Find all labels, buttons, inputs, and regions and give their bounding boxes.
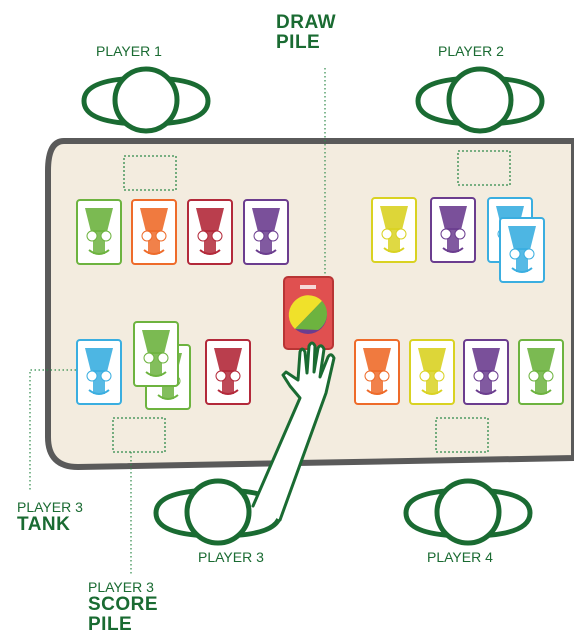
player4-card-3 xyxy=(464,340,508,404)
player2-card-4 xyxy=(500,218,544,282)
player1-card-4 xyxy=(244,200,288,264)
player3-tank-label: PLAYER 3 TANK xyxy=(17,500,83,535)
player4-card-2 xyxy=(410,340,454,404)
player3-card-4 xyxy=(206,340,250,404)
player2-card-1 xyxy=(372,198,416,262)
player4-card-4 xyxy=(519,340,563,404)
player3-label: PLAYER 3 xyxy=(198,550,264,565)
draw-pile-card-icon xyxy=(284,277,333,349)
draw-pile-label-line1: DRAW xyxy=(276,13,336,33)
score-label-line1: PLAYER 3 xyxy=(88,580,158,595)
player4-seat-icon xyxy=(406,481,530,543)
score-label-line3: PILE xyxy=(88,615,158,635)
player1-card-1 xyxy=(77,200,121,264)
player4-card-1 xyxy=(355,340,399,404)
player3-card-3 xyxy=(134,322,178,386)
player3-card-1 xyxy=(77,340,121,404)
player4-label: PLAYER 4 xyxy=(427,550,493,565)
player2-label: PLAYER 2 xyxy=(438,44,504,59)
player1-card-2 xyxy=(132,200,176,264)
player1-card-3 xyxy=(188,200,232,264)
score-label-line2: SCORE xyxy=(88,595,158,615)
player3-score-pile-label: PLAYER 3 SCORE PILE xyxy=(88,580,158,635)
player1-seat-icon xyxy=(84,69,208,131)
tank-label-line1: PLAYER 3 xyxy=(17,500,83,515)
player2-card-2 xyxy=(431,198,475,262)
player2-seat-icon xyxy=(418,69,542,131)
tank-label-line2: TANK xyxy=(17,515,83,535)
player1-label: PLAYER 1 xyxy=(96,44,162,59)
draw-pile-label: DRAW PILE xyxy=(276,13,336,53)
draw-pile-label-line2: PILE xyxy=(276,33,336,53)
